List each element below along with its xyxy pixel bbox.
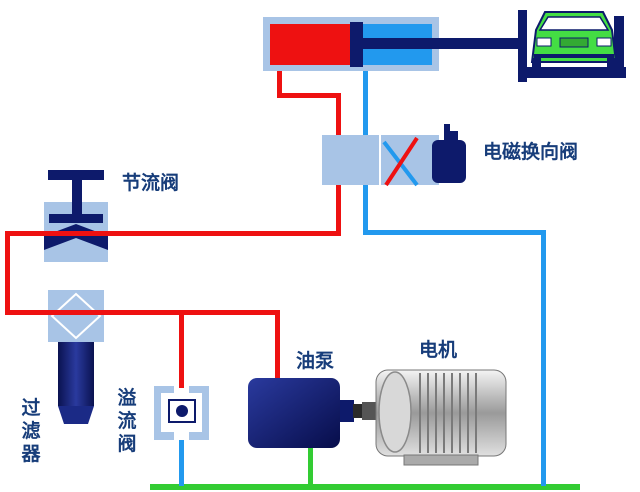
oil-pump-icon — [248, 378, 363, 448]
label-relief-char-1: 溢 — [117, 387, 137, 409]
solenoid-valve — [322, 124, 466, 187]
label-relief-valve: 溢 流 阀 — [116, 387, 138, 455]
label-filter-char-3: 器 — [21, 442, 41, 465]
hydraulic-cylinder — [263, 17, 523, 71]
label-filter-char-1: 过 — [21, 397, 41, 419]
label-oil-pump: 油泵 — [296, 350, 335, 372]
label-throttle-valve: 节流阀 — [122, 172, 180, 194]
pump-tank-suction-line — [308, 445, 313, 487]
electric-motor-icon — [362, 369, 507, 466]
throttle-valve — [44, 170, 108, 262]
label-relief-char-3: 阀 — [117, 432, 137, 455]
label-motor: 电机 — [419, 339, 458, 361]
label-solenoid-valve: 电磁换向阀 — [483, 141, 579, 163]
relief-valve — [154, 386, 209, 440]
label-filter-char-2: 滤 — [21, 419, 41, 442]
label-relief-char-2: 流 — [117, 409, 137, 432]
car-icon — [518, 10, 626, 82]
label-filter: 过 滤 器 — [20, 397, 42, 465]
tank-ground-line — [150, 484, 580, 490]
filter — [48, 290, 104, 424]
